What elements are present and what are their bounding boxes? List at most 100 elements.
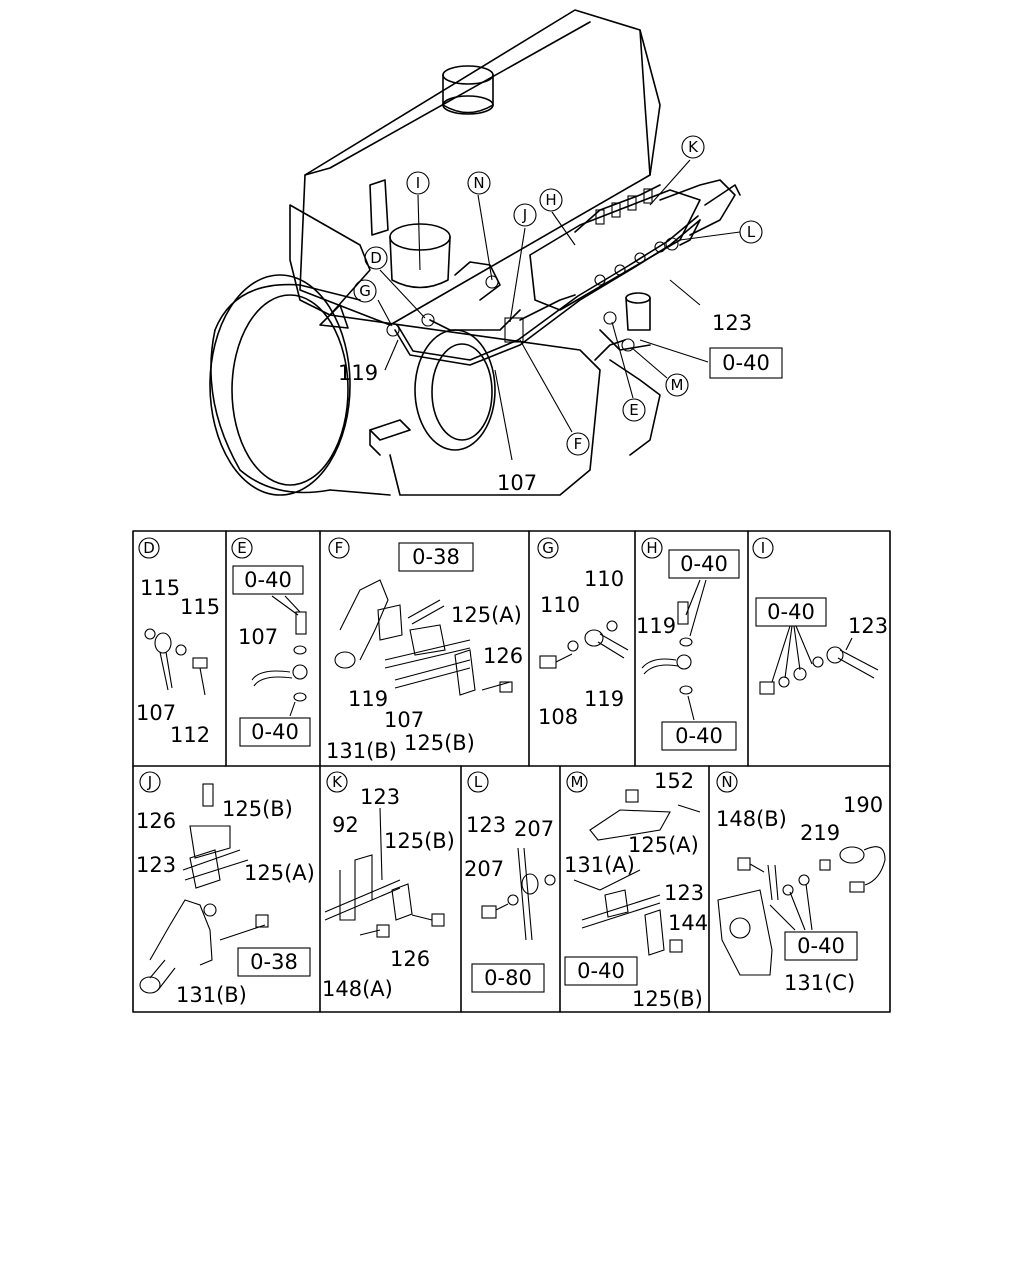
detail-grid bbox=[132, 530, 891, 1013]
svg-text:131(B): 131(B) bbox=[176, 983, 247, 1007]
svg-text:123: 123 bbox=[664, 881, 704, 905]
svg-text:148(A): 148(A) bbox=[322, 977, 393, 1001]
panel-j: J 126 125(B) 123 125(A) 131(B) 0-38 bbox=[136, 771, 315, 1007]
panel-m: M 152 125(A) 131(A) 123 144 0-40 125(B) bbox=[564, 769, 708, 1011]
svg-text:108: 108 bbox=[538, 705, 578, 729]
svg-text:112: 112 bbox=[170, 723, 210, 747]
label-107: 107 bbox=[497, 471, 537, 495]
callout-g: G bbox=[353, 279, 377, 303]
callout-k: K bbox=[681, 135, 705, 159]
svg-text:K: K bbox=[332, 773, 343, 791]
svg-text:148(B): 148(B) bbox=[716, 807, 787, 831]
svg-text:I: I bbox=[416, 174, 420, 192]
svg-text:H: H bbox=[545, 191, 556, 209]
ref-box-main: 0-40 bbox=[709, 347, 783, 379]
svg-text:F: F bbox=[335, 539, 344, 557]
panel-l: L 123 207 207 0-80 bbox=[464, 771, 556, 993]
svg-text:D: D bbox=[143, 539, 155, 557]
panel-i: I 0-40 123 bbox=[752, 537, 888, 695]
svg-text:125(A): 125(A) bbox=[451, 603, 522, 627]
svg-text:119: 119 bbox=[348, 687, 388, 711]
svg-text:J: J bbox=[147, 773, 152, 791]
callout-l: L bbox=[739, 220, 763, 244]
svg-text:0-40: 0-40 bbox=[767, 600, 815, 624]
svg-text:0-40: 0-40 bbox=[680, 552, 728, 576]
svg-text:0-80: 0-80 bbox=[484, 966, 532, 990]
svg-text:0-40: 0-40 bbox=[722, 351, 770, 375]
svg-text:I: I bbox=[761, 539, 765, 557]
svg-text:119: 119 bbox=[584, 687, 624, 711]
label-123: 123 bbox=[712, 311, 752, 335]
svg-text:131(B): 131(B) bbox=[326, 739, 397, 763]
svg-text:131(A): 131(A) bbox=[564, 853, 635, 877]
svg-text:126: 126 bbox=[136, 809, 176, 833]
svg-text:J: J bbox=[522, 206, 527, 224]
svg-text:110: 110 bbox=[584, 567, 624, 591]
svg-text:207: 207 bbox=[464, 857, 504, 881]
svg-text:152: 152 bbox=[654, 769, 694, 793]
svg-text:125(A): 125(A) bbox=[244, 861, 315, 885]
callout-f: F bbox=[566, 432, 590, 456]
callout-d: D bbox=[364, 246, 388, 270]
engine-illustration: K L I N J H D G E M F 123 119 107 0-40 bbox=[209, 9, 783, 496]
callout-i: I bbox=[406, 171, 430, 195]
panel-e: E 0-40 107 0-40 bbox=[231, 537, 311, 747]
svg-text:107: 107 bbox=[384, 708, 424, 732]
svg-text:207: 207 bbox=[514, 817, 554, 841]
svg-text:K: K bbox=[688, 138, 699, 156]
svg-text:126: 126 bbox=[483, 644, 523, 668]
svg-text:190: 190 bbox=[843, 793, 883, 817]
svg-text:D: D bbox=[370, 249, 382, 267]
svg-text:0-40: 0-40 bbox=[675, 724, 723, 748]
panel-f: F 0-38 125(A) 126 119 107 131(B) 125(B) bbox=[326, 537, 523, 763]
svg-text:110: 110 bbox=[540, 593, 580, 617]
panel-g: G 110 110 108 119 bbox=[537, 537, 629, 729]
svg-text:131(C): 131(C) bbox=[784, 971, 855, 995]
callout-j: J bbox=[513, 203, 537, 227]
svg-text:L: L bbox=[474, 773, 483, 791]
panel-k: K 123 92 125(B) 126 148(A) bbox=[322, 771, 455, 1001]
svg-text:E: E bbox=[237, 539, 246, 557]
svg-text:0-40: 0-40 bbox=[797, 934, 845, 958]
svg-text:219: 219 bbox=[800, 821, 840, 845]
svg-text:123: 123 bbox=[360, 785, 400, 809]
svg-text:123: 123 bbox=[136, 853, 176, 877]
svg-text:126: 126 bbox=[390, 947, 430, 971]
svg-text:0-40: 0-40 bbox=[577, 959, 625, 983]
callout-e: E bbox=[622, 398, 646, 422]
svg-text:0-38: 0-38 bbox=[250, 950, 298, 974]
svg-text:E: E bbox=[629, 401, 638, 419]
svg-text:L: L bbox=[747, 223, 756, 241]
svg-text:123: 123 bbox=[848, 614, 888, 638]
callout-h: H bbox=[539, 188, 563, 212]
svg-text:115: 115 bbox=[180, 595, 220, 619]
callout-n: N bbox=[467, 171, 491, 195]
svg-text:G: G bbox=[542, 539, 554, 557]
svg-text:F: F bbox=[574, 435, 583, 453]
panel-n: N 190 148(B) 219 0-40 131(C) bbox=[716, 771, 886, 995]
svg-text:125(B): 125(B) bbox=[404, 731, 475, 755]
svg-text:N: N bbox=[721, 773, 732, 791]
svg-text:125(A): 125(A) bbox=[628, 833, 699, 857]
svg-text:125(B): 125(B) bbox=[632, 987, 703, 1011]
svg-text:G: G bbox=[359, 282, 371, 300]
svg-text:0-38: 0-38 bbox=[412, 545, 460, 569]
svg-text:H: H bbox=[646, 539, 657, 557]
svg-text:123: 123 bbox=[466, 813, 506, 837]
callout-m: M bbox=[665, 373, 689, 397]
svg-text:144: 144 bbox=[668, 911, 708, 935]
label-119: 119 bbox=[338, 361, 378, 385]
svg-text:0-40: 0-40 bbox=[244, 568, 292, 592]
panel-d: D 115 115 107 112 bbox=[136, 537, 220, 747]
svg-text:119: 119 bbox=[636, 614, 676, 638]
svg-text:125(B): 125(B) bbox=[384, 829, 455, 853]
svg-text:115: 115 bbox=[140, 576, 180, 600]
svg-text:107: 107 bbox=[136, 701, 176, 725]
svg-text:N: N bbox=[473, 174, 484, 192]
svg-text:M: M bbox=[571, 773, 584, 791]
panel-h: H 0-40 119 0-40 bbox=[636, 537, 740, 751]
svg-text:0-40: 0-40 bbox=[251, 720, 299, 744]
svg-text:125(B): 125(B) bbox=[222, 797, 293, 821]
svg-text:107: 107 bbox=[238, 625, 278, 649]
